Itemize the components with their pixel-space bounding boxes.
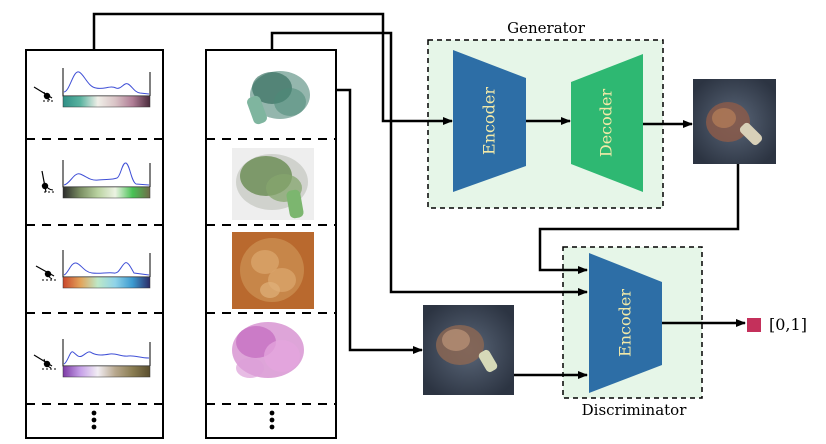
view-angle-icon	[33, 86, 54, 102]
tf-opacity-curve	[63, 162, 150, 186]
ground-truth-image	[423, 305, 514, 395]
discriminator-encoder-label: Encoder	[616, 289, 635, 357]
arrow-render-to-ground-truth	[336, 88, 423, 354]
tf-colormap-bar	[62, 95, 151, 108]
view-angle-icon	[41, 170, 56, 193]
arrow-tf-to-generator	[92, 12, 453, 125]
ellipsis-more-icon	[269, 410, 275, 430]
output-score-square	[747, 318, 761, 332]
tf-colormap-bar	[62, 186, 151, 199]
view-angle-icon	[33, 354, 56, 370]
discriminator-encoder	[589, 253, 662, 393]
ellipsis-more-icon	[91, 410, 97, 430]
rendered-volume-1	[247, 71, 310, 125]
rendered-volume-2	[232, 148, 314, 220]
tf-colormap-bar	[62, 365, 151, 378]
transfer-function-2	[41, 160, 151, 199]
generator-encoder-label: Encoder	[480, 87, 499, 155]
discriminator-title: Discriminator	[582, 401, 688, 419]
tf-opacity-curve	[63, 262, 150, 276]
view-angle-icon	[35, 265, 56, 281]
tf-column-frame	[25, 49, 164, 439]
output-score-label: [0,1]	[769, 315, 807, 334]
tf-colormap-bar	[62, 276, 151, 289]
discriminator-block: Discriminator Encoder	[562, 246, 703, 419]
generator-decoder-label: Decoder	[597, 89, 616, 158]
rendered-image-column	[205, 49, 337, 439]
generator-decoder	[571, 54, 643, 192]
transfer-function-4	[33, 339, 151, 378]
transfer-function-column	[25, 49, 164, 439]
arrow-tf-to-discriminator	[270, 31, 588, 296]
transfer-function-1	[33, 68, 151, 108]
rendered-volume-3	[232, 232, 314, 309]
generator-block: Generator Encoder Decoder	[427, 19, 664, 209]
rendered-volume-4	[232, 322, 304, 378]
generator-title: Generator	[507, 19, 586, 37]
generator-encoder	[453, 50, 526, 192]
generated-image	[693, 79, 776, 164]
arrow-generated-to-discriminator	[538, 164, 740, 274]
tf-opacity-curve	[63, 71, 150, 95]
tf-opacity-curve	[63, 351, 150, 365]
transfer-function-3	[35, 250, 151, 289]
connectors	[92, 12, 746, 379]
